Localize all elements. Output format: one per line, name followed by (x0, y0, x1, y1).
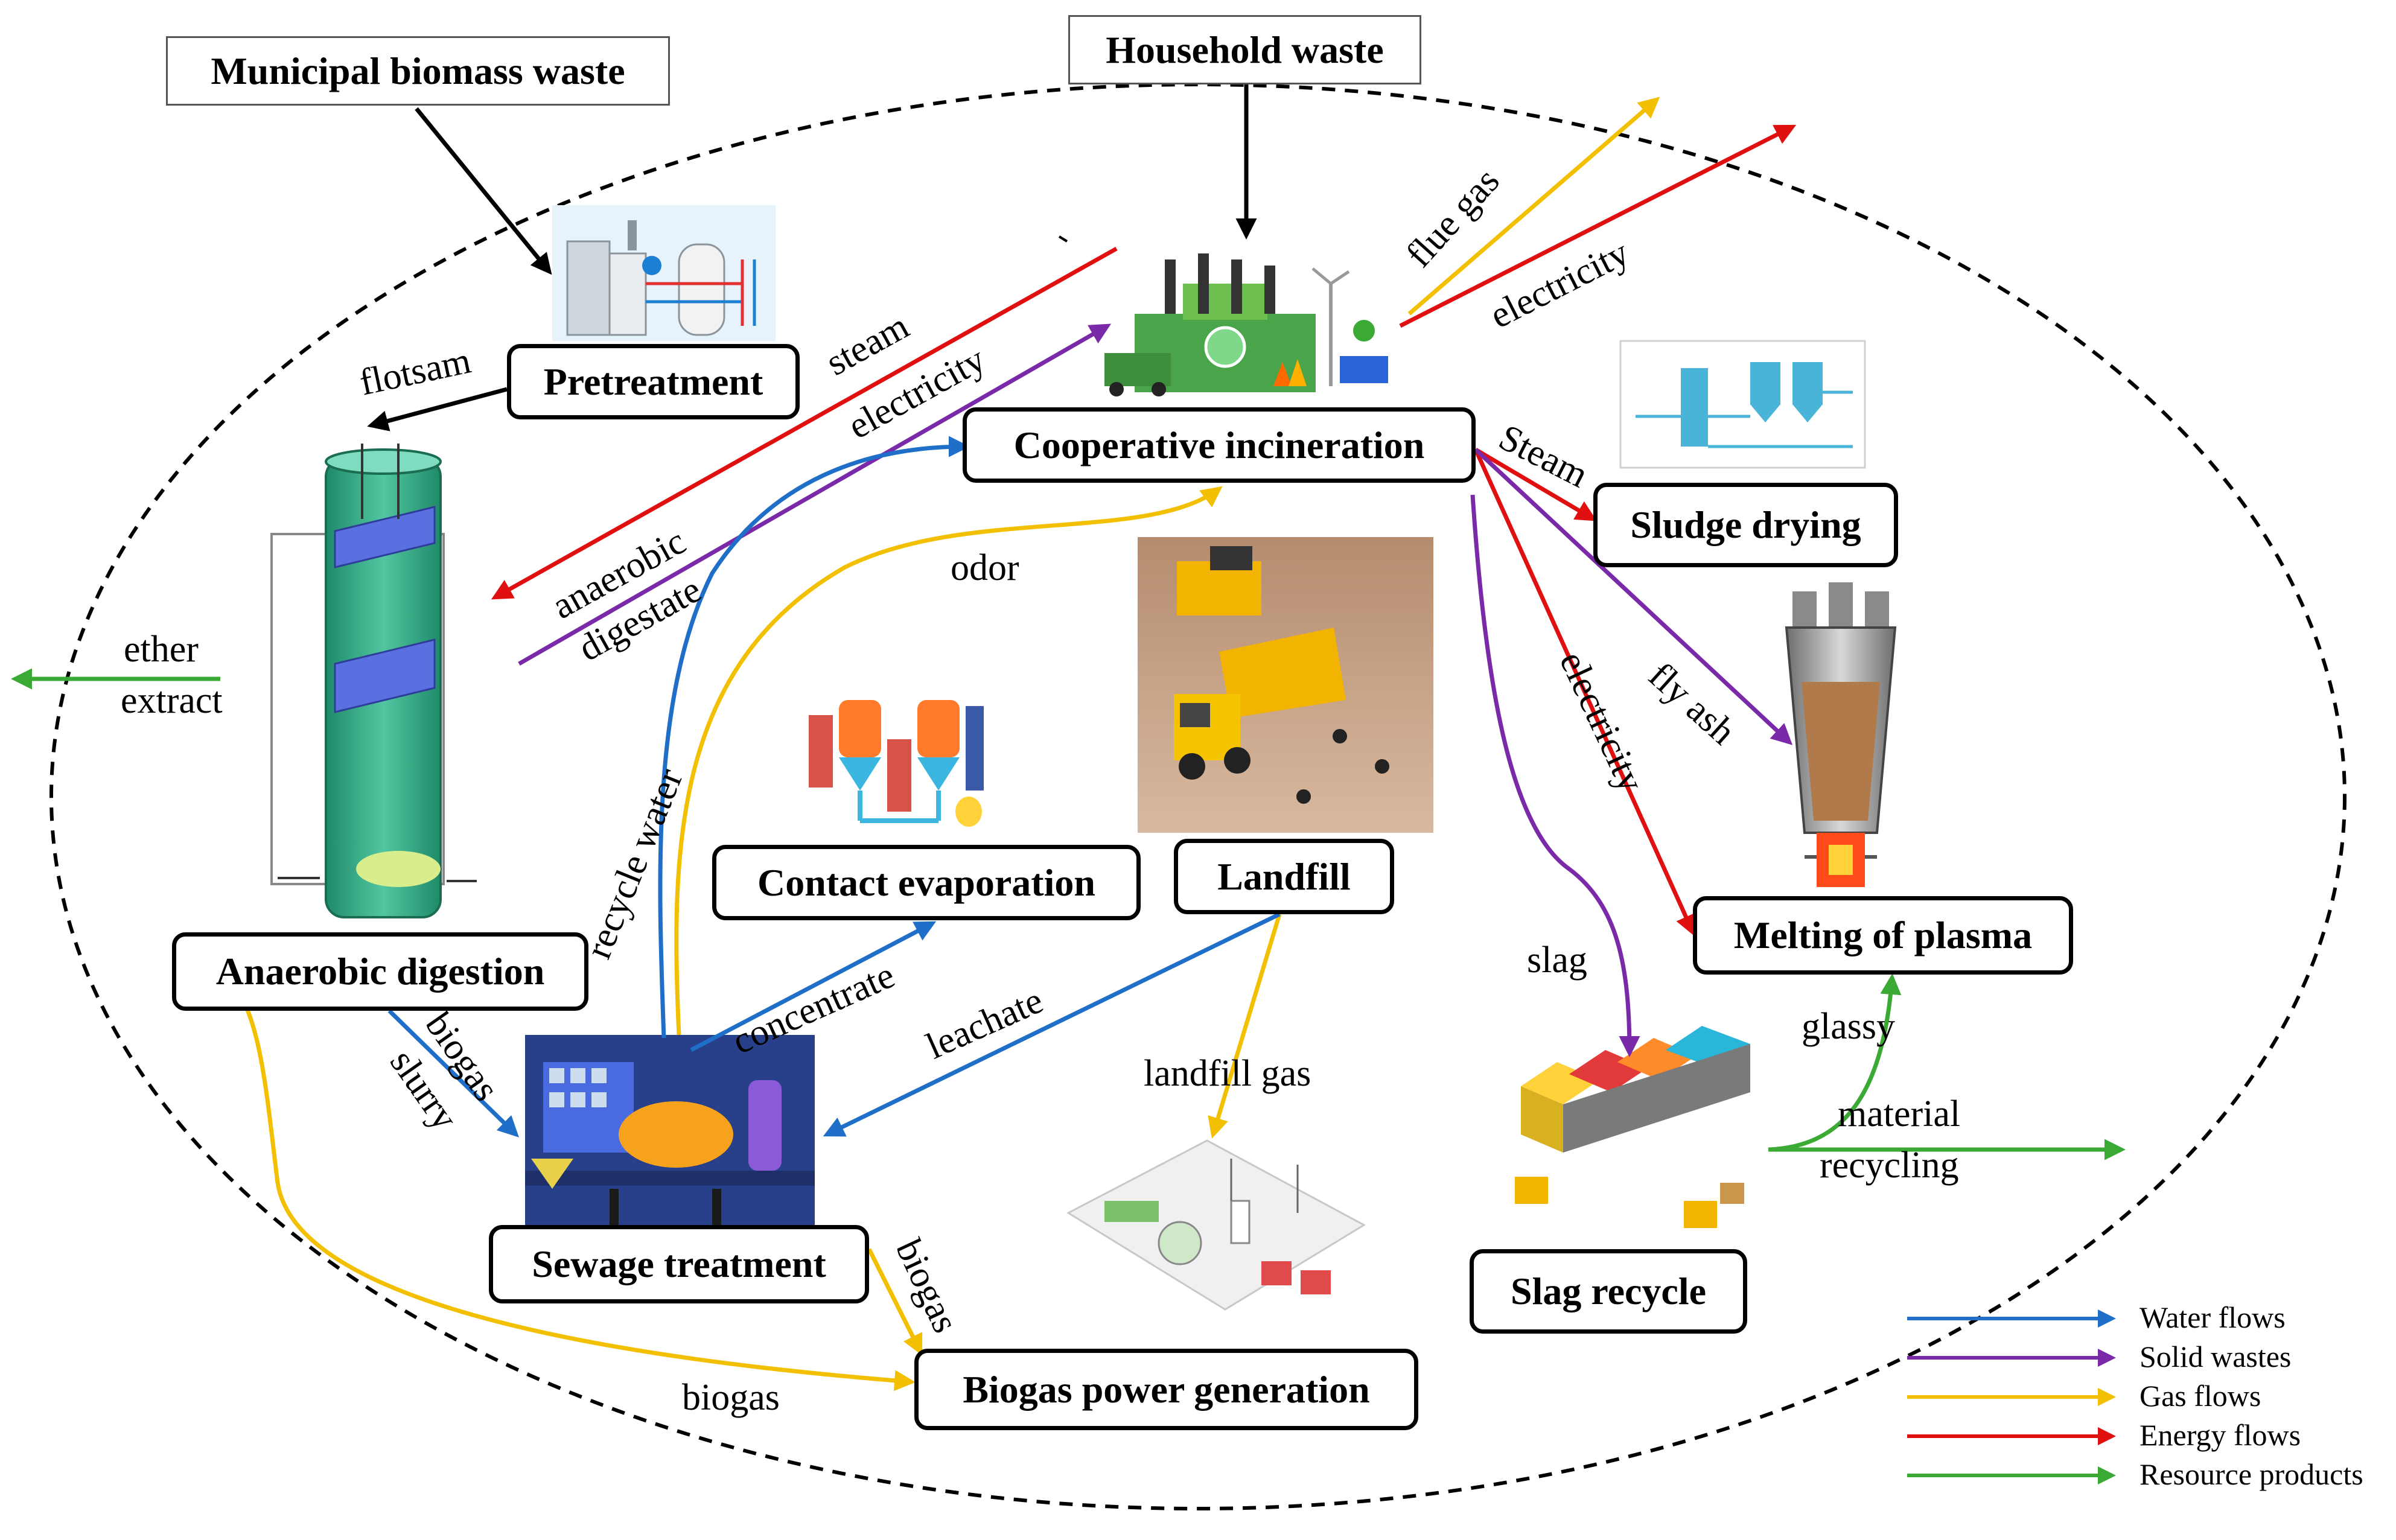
arrow-glassy (1768, 973, 1902, 1152)
node-melting-of-plasma-label: Melting of plasma (1733, 914, 2033, 956)
node-sludge-drying-label: Sludge drying (1630, 503, 1861, 546)
arrow-slag (1470, 494, 1640, 1057)
evaporator-illustration (809, 700, 984, 827)
legend (1907, 1309, 2116, 1484)
legend-label-0: Water flows (2140, 1300, 2286, 1334)
input-household-waste: Household waste (1068, 15, 1421, 84)
arrow-flue-gas (1407, 97, 1660, 316)
label-slag: slag (1527, 940, 1587, 981)
anaerobic-reactor-illustration (270, 444, 477, 918)
arrow-electricity-out (1399, 124, 1797, 328)
node-anaerobic-digestion-label: Anaerobic digestion (215, 950, 545, 993)
arrow-steam-electricity-to-digestion (491, 246, 1118, 600)
legend-label-2: Gas flows (2140, 1379, 2261, 1413)
node-slag-recycle: Slag recycle (1470, 1249, 1747, 1334)
node-melting-of-plasma: Melting of plasma (1693, 896, 2073, 975)
node-sewage-treatment-label: Sewage treatment (532, 1242, 826, 1285)
node-landfill: Landfill (1174, 839, 1394, 914)
arrow-recycle-water (658, 436, 970, 1039)
system-boundary-ellipse (49, 83, 2347, 1510)
arrow-biogas-slurry (387, 1009, 520, 1138)
sludge-dryer-schematic (1619, 340, 1866, 469)
landfill-truck-illustration (1138, 537, 1433, 833)
legend-label-3: Energy flows (2140, 1418, 2301, 1452)
arrow-fly-ash (1474, 448, 1793, 745)
arrow-landfill-gas (1208, 913, 1282, 1139)
legend-label-4: Resource products (2140, 1457, 2363, 1491)
node-anaerobic-digestion: Anaerobic digestion (172, 932, 588, 1011)
incineration-plant-illustration (1104, 253, 1388, 396)
label-ether: ether (124, 629, 199, 670)
node-biogas-power-generation: Biogas power generation (914, 1349, 1418, 1430)
node-pretreatment: Pretreatment (507, 344, 800, 419)
node-slag-recycle-label: Slag recycle (1510, 1270, 1707, 1312)
input-municipal-biomass-waste: Municipal biomass waste (166, 36, 670, 106)
node-contact-evaporation: Contact evaporation (712, 845, 1141, 920)
label-odor: odor (951, 547, 1019, 588)
node-sludge-drying: Sludge drying (1593, 483, 1898, 567)
biogas-plant-illustration (1066, 1139, 1366, 1311)
node-pretreatment-label: Pretreatment (543, 360, 763, 403)
label-glassy: glassy (1802, 1006, 1895, 1047)
node-landfill-label: Landfill (1217, 854, 1351, 898)
input-household-label: Household waste (1106, 28, 1384, 71)
node-cooperative-incineration: Cooperative incineration (963, 407, 1476, 483)
label-recycling: recycling (1820, 1145, 1959, 1186)
node-sewage-treatment: Sewage treatment (489, 1225, 869, 1303)
node-biogas-power-generation-label: Biogas power generation (963, 1367, 1370, 1411)
label-landfill-gas: landfill gas (1144, 1053, 1311, 1094)
arrow-odor (674, 486, 1223, 1036)
slag-recycle-facility-illustration (1515, 1026, 1750, 1228)
node-contact-evaporation-label: Contact evaporation (757, 861, 1095, 904)
sewage-plant-illustration (525, 1035, 815, 1225)
arrow-municipal-to-pretreatment (415, 107, 552, 275)
arrow-steam-to-sludge-drying (1474, 447, 1598, 521)
boiler-equipment-illustration (552, 205, 776, 341)
arrow-flotsam (367, 387, 508, 431)
node-cooperative-incineration-label: Cooperative incineration (1013, 423, 1425, 466)
legend-label-1: Solid wastes (2140, 1340, 2292, 1373)
arrow-concentrate (690, 921, 937, 1052)
plasma-furnace-illustration (1785, 582, 1897, 887)
arrow-biogas-digestion (219, 972, 916, 1392)
input-municipal-label: Municipal biomass waste (211, 49, 625, 92)
label-material: material (1838, 1093, 1961, 1134)
label-extract: extract (121, 680, 223, 721)
arrow-electricity-to-plasma (1473, 448, 1696, 937)
arrow-biogas-sewage (867, 1248, 923, 1356)
arrow-leachate (823, 912, 1281, 1137)
arrow-anaerobic-digestate (518, 323, 1112, 666)
label-biogas-bottom: biogas (682, 1377, 780, 1418)
